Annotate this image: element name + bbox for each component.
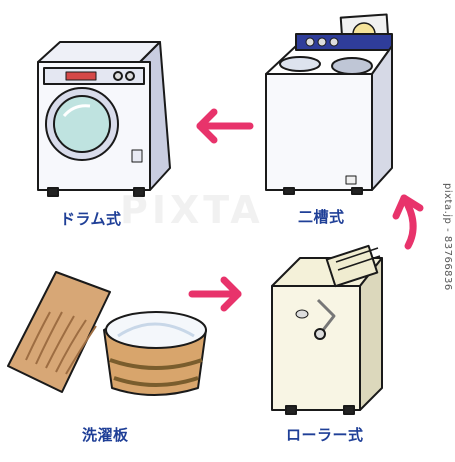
twin-tub-label: 二槽式 (298, 208, 345, 226)
illustration-canvas (7, 13, 424, 415)
wringer-label: ローラー式 (286, 426, 364, 444)
washboard-icon (7, 271, 111, 393)
wooden-tub-icon (103, 311, 207, 396)
drum-label: ドラム式 (60, 210, 122, 228)
arrow-up-icon (392, 194, 424, 250)
twin-tub-washing-machine-icon (265, 13, 393, 195)
arrow-right-icon (188, 276, 242, 312)
credit-text: pixta.jp - 83766836 (442, 183, 453, 291)
drum-washing-machine-icon (37, 41, 171, 197)
washboard-label: 洗濯板 (82, 426, 129, 444)
wringer-washing-machine-icon (271, 244, 383, 415)
arrow-left-icon (196, 108, 254, 144)
watermark-text: PIXTA (120, 188, 264, 232)
